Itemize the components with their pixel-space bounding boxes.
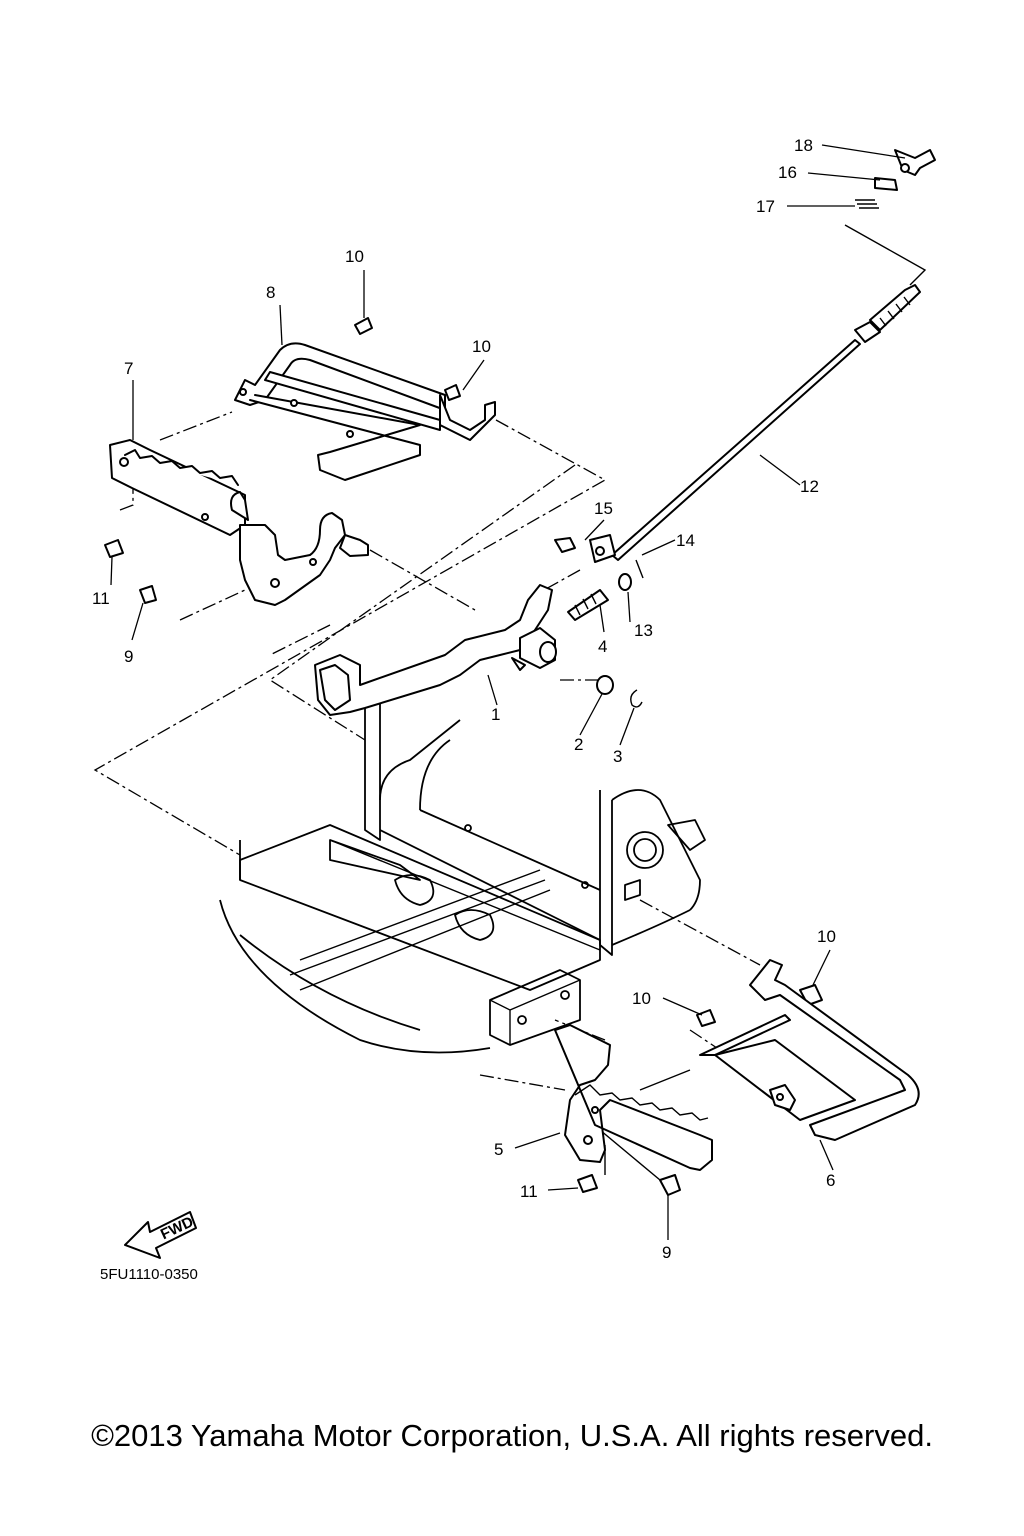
- part-7-footpeg-left: [109, 439, 246, 536]
- fwd-arrow-icon: FWD: [124, 1211, 197, 1259]
- part-8-bracket: [234, 342, 496, 481]
- callout-15: 15: [594, 499, 613, 518]
- callout-1: 1: [491, 705, 500, 724]
- part-5-footpeg-right: [554, 1024, 713, 1171]
- callout-10: 10: [632, 989, 651, 1008]
- callout-13: 13: [634, 621, 653, 640]
- frame: [219, 690, 706, 1054]
- callout-16: 16: [778, 163, 797, 182]
- callout-10: 10: [345, 247, 364, 266]
- part-1-brake-pedal: [314, 584, 557, 716]
- callout-11: 11: [520, 1182, 538, 1201]
- callout-3: 3: [613, 747, 622, 766]
- callout-17: 17: [756, 197, 775, 216]
- callout-10: 10: [472, 337, 491, 356]
- callout-9: 9: [662, 1243, 671, 1262]
- small-parts: [104, 149, 936, 1196]
- left-stand-bracket: [230, 491, 369, 606]
- callout-14: 14: [676, 531, 695, 550]
- callout-11: 11: [92, 589, 110, 608]
- callout-leaders: [110, 144, 906, 1240]
- callout-6: 6: [826, 1171, 835, 1190]
- callout-18: 18: [794, 136, 813, 155]
- callout-10: 10: [817, 927, 836, 946]
- callout-7: 7: [124, 359, 133, 378]
- callout-labels: 18 16 17 10 8 10 7 12 15 14 11 13 4 9 1 …: [92, 136, 836, 1262]
- callout-4: 4: [598, 637, 607, 656]
- callout-5: 5: [494, 1140, 503, 1159]
- callout-12: 12: [800, 477, 819, 496]
- callout-2: 2: [574, 735, 583, 754]
- copyright-notice: ©2013 Yamaha Motor Corporation, U.S.A. A…: [91, 1418, 933, 1453]
- part-12-brake-rod: [611, 284, 921, 561]
- part-6-bracket-right: [699, 959, 920, 1141]
- callout-9: 9: [124, 647, 133, 666]
- callout-8: 8: [266, 283, 275, 302]
- diagram-code: 5FU1110-0350: [100, 1266, 198, 1283]
- projection-lines: [93, 224, 927, 1181]
